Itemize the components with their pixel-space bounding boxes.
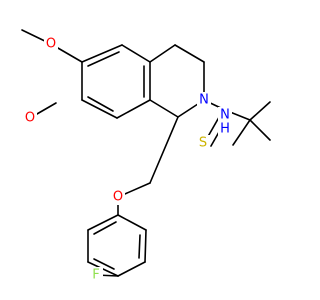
bond-line <box>138 234 141 259</box>
fluorine-atom: F <box>92 268 99 283</box>
bond-line <box>81 44 123 63</box>
bond-line <box>117 214 147 231</box>
bond-layer <box>21 29 271 277</box>
bond-line <box>232 119 251 146</box>
atom-label-layer: O O N N H S O F <box>23 36 232 283</box>
ether-oxygen: O <box>113 190 123 205</box>
thioamide-hydrogen: H <box>220 122 230 137</box>
thioamide-nitrogen: N <box>220 108 230 123</box>
bond-line <box>249 101 271 121</box>
bond-line <box>117 261 146 277</box>
bond-line <box>174 44 205 63</box>
methoxy-oxygen-top: O <box>46 37 56 52</box>
bond-line <box>149 116 179 184</box>
bond-line <box>81 99 118 119</box>
sulfur-atom: S <box>199 136 207 151</box>
ring-nitrogen: N <box>199 93 209 108</box>
bond-line <box>149 44 176 63</box>
bond-line <box>93 258 115 270</box>
bond-line <box>249 119 271 141</box>
bond-line <box>87 214 119 231</box>
molecule-structure: O O N N H S O F <box>21 29 271 283</box>
bond-line <box>121 44 151 63</box>
bond-line <box>144 229 147 263</box>
methoxy-oxygen-left: O <box>25 111 35 126</box>
bond-line <box>87 51 120 67</box>
bond-line <box>149 99 179 118</box>
bond-line <box>87 96 114 112</box>
bond-line <box>93 221 117 235</box>
bond-line <box>116 99 151 119</box>
